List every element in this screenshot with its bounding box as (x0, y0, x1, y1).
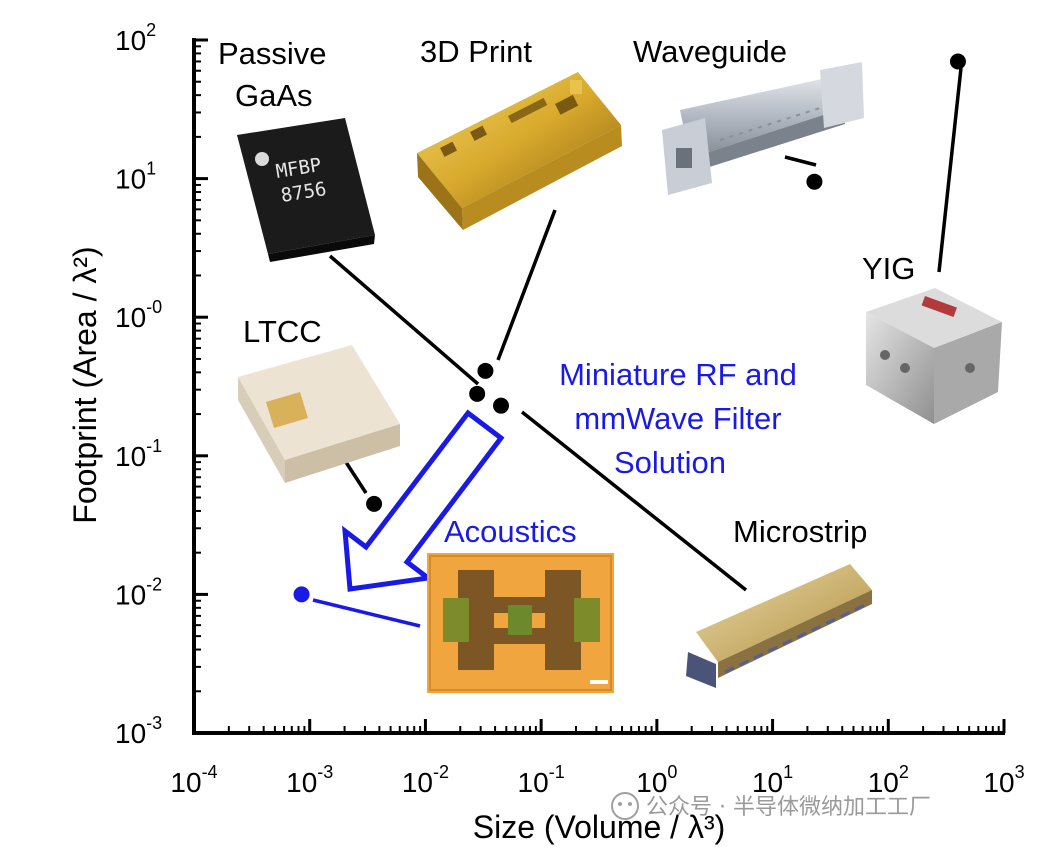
data-points (293, 53, 966, 603)
watermark-text: 公众号 · 半导体微纳加工工厂 (646, 795, 931, 820)
x-tick-label: 10-1 (518, 762, 565, 798)
point-acoustics (293, 586, 310, 603)
connector-microstrip (520, 410, 748, 592)
label-waveguide: Waveguide (633, 34, 787, 69)
trend-arrow (342, 409, 505, 592)
point-3d-print (477, 362, 494, 379)
label-yig: YIG (862, 251, 915, 286)
point-yig (949, 53, 966, 70)
technology-labels: Passive GaAs 3D Print Waveguide YIG LTCC… (218, 34, 915, 549)
label-microstrip: Microstrip (733, 514, 867, 549)
x-tick-label: 10-4 (170, 762, 217, 798)
point-ltcc (366, 495, 383, 512)
y-tick-label: 102 (115, 20, 156, 56)
y-tick-label: 101 (115, 159, 156, 195)
label-passive-gaas-line2: GaAs (235, 78, 313, 113)
solution-line-1: Miniature RF and (559, 357, 797, 392)
y-tick-label: 10-2 (115, 574, 162, 610)
connector-passive-gaas (328, 254, 480, 386)
x-tick-label: 10-3 (286, 762, 333, 798)
minor-ticks (194, 45, 1000, 733)
connector-lines (328, 67, 963, 592)
x-axis-title: Size (Volume / λ³) (473, 809, 726, 845)
major-ticks (192, 38, 1006, 735)
solution-line-2: mmWave Filter (574, 401, 781, 436)
connector-acoustics (312, 598, 421, 628)
acoustics-photo (427, 553, 614, 693)
x-tick-labels: 10-4 10-3 10-2 10-1 100 101 102 103 (170, 762, 1024, 798)
y-tick-label: 10-3 (115, 713, 162, 749)
label-acoustics: Acoustics (444, 514, 577, 549)
label-3d-print: 3D Print (420, 34, 532, 69)
wechat-icon (611, 792, 639, 820)
x-tick-label: 101 (752, 762, 793, 798)
point-passive-gaas (469, 385, 486, 402)
point-microstrip (493, 397, 510, 414)
connector-waveguide (784, 155, 817, 167)
solution-line-3: Solution (614, 445, 726, 480)
ltcc-photo (238, 345, 400, 483)
x-tick-label: 100 (636, 762, 677, 798)
microstrip-photo (686, 564, 872, 688)
y-tick-label: 10-1 (115, 436, 162, 472)
3d-print-photo (417, 72, 622, 230)
passive-gaas-photo: MFBP 8756 (237, 118, 375, 262)
yig-photo (866, 288, 1002, 424)
x-tick-label: 103 (983, 762, 1024, 798)
label-passive-gaas-line1: Passive (218, 36, 327, 71)
point-waveguide (806, 173, 823, 190)
y-tick-label: 10-0 (115, 297, 162, 333)
watermark: 公众号 · 半导体微纳加工工厂 (611, 792, 931, 820)
label-ltcc: LTCC (243, 314, 322, 349)
x-tick-label: 102 (868, 762, 909, 798)
y-axis-title: Footprint (Area / λ²) (67, 246, 103, 523)
waveguide-photo (662, 62, 864, 195)
x-tick-label: 10-2 (402, 762, 449, 798)
connector-3d-print (496, 209, 557, 361)
connector-yig (937, 67, 963, 273)
y-tick-labels: 10-3 10-2 10-1 10-0 101 102 (115, 20, 162, 749)
